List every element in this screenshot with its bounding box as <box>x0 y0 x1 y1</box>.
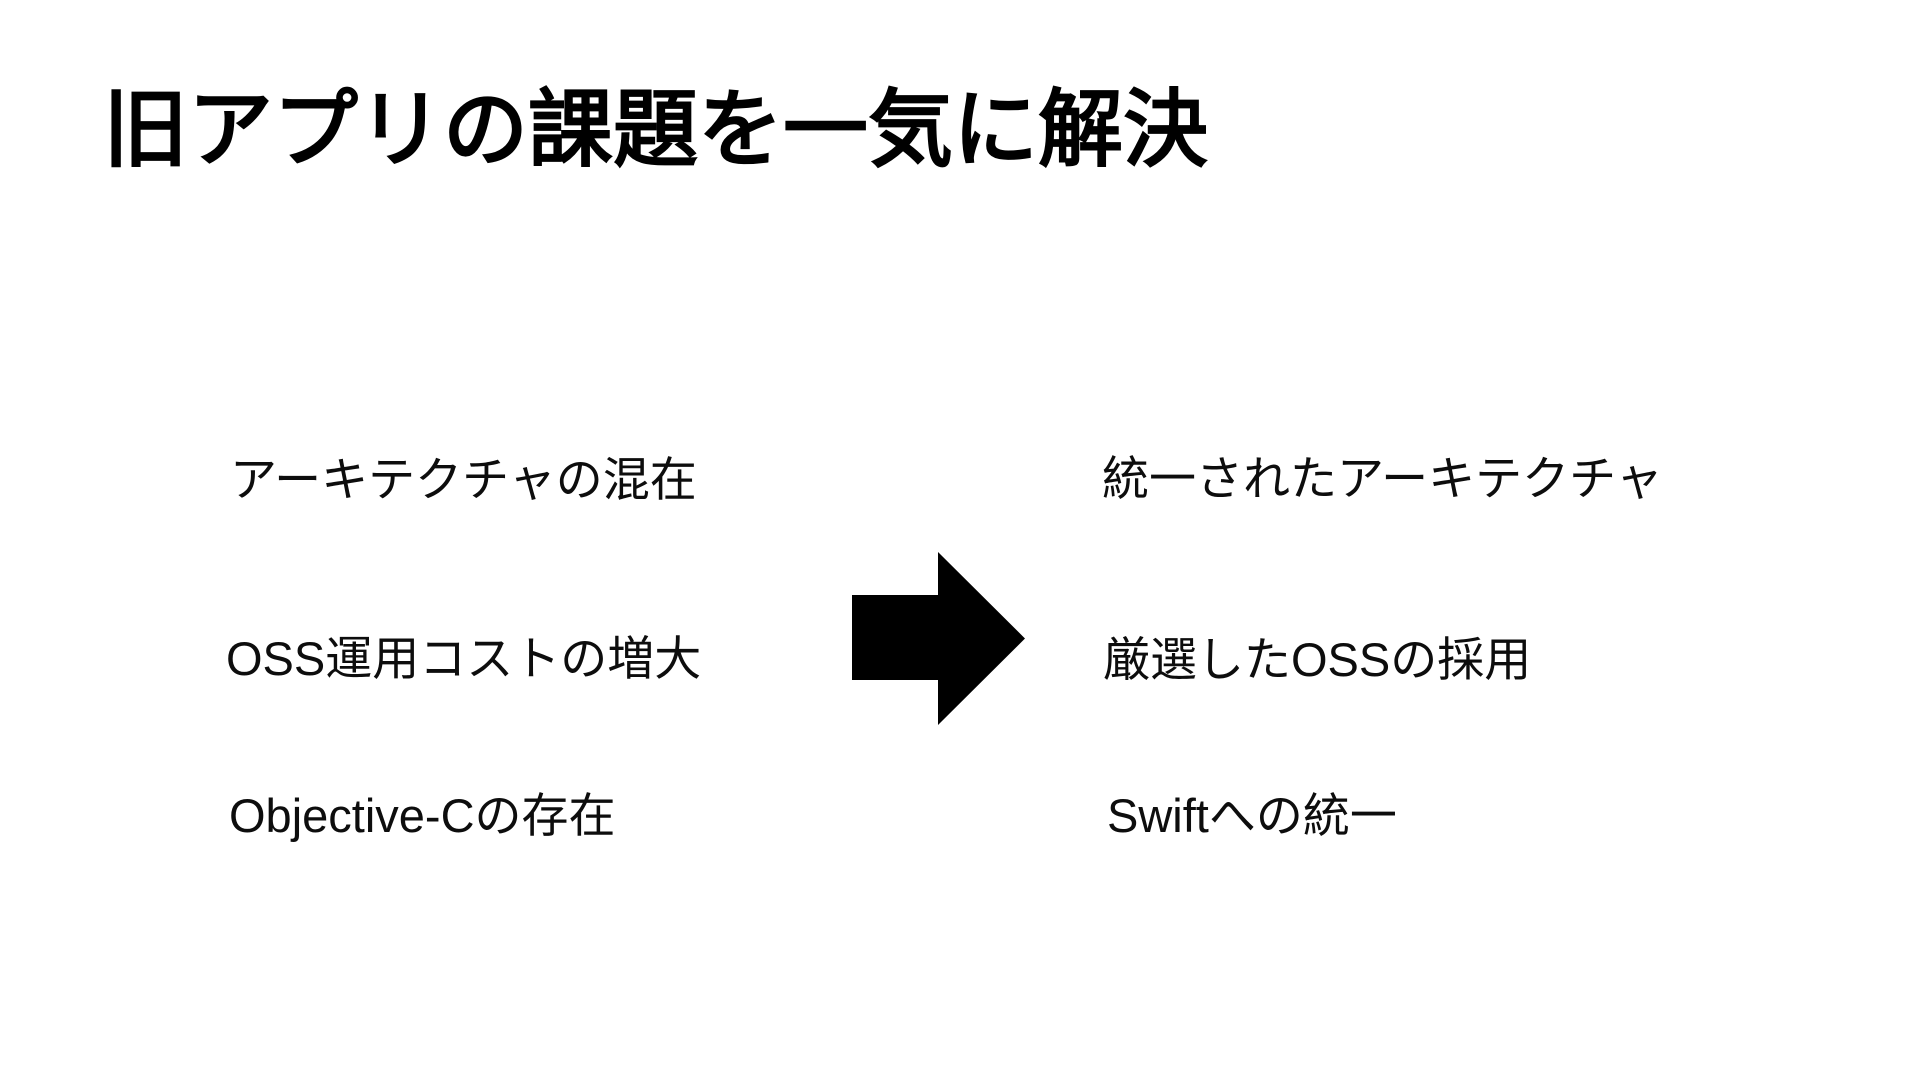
problem-item: Objective-Cの存在 <box>229 789 616 842</box>
problem-item: アーキテクチャの混在 <box>230 453 697 506</box>
solution-item: 厳選したOSSの採用 <box>1103 633 1532 686</box>
problem-item: OSS運用コストの増大 <box>226 632 702 685</box>
slide-title: 旧アプリの課題を一気に解決 <box>103 83 1209 178</box>
solution-item: 統一されたアーキテクチャ <box>1102 452 1663 505</box>
solution-item: Swiftへの統一 <box>1107 789 1397 842</box>
right-arrow-icon <box>852 552 1025 725</box>
